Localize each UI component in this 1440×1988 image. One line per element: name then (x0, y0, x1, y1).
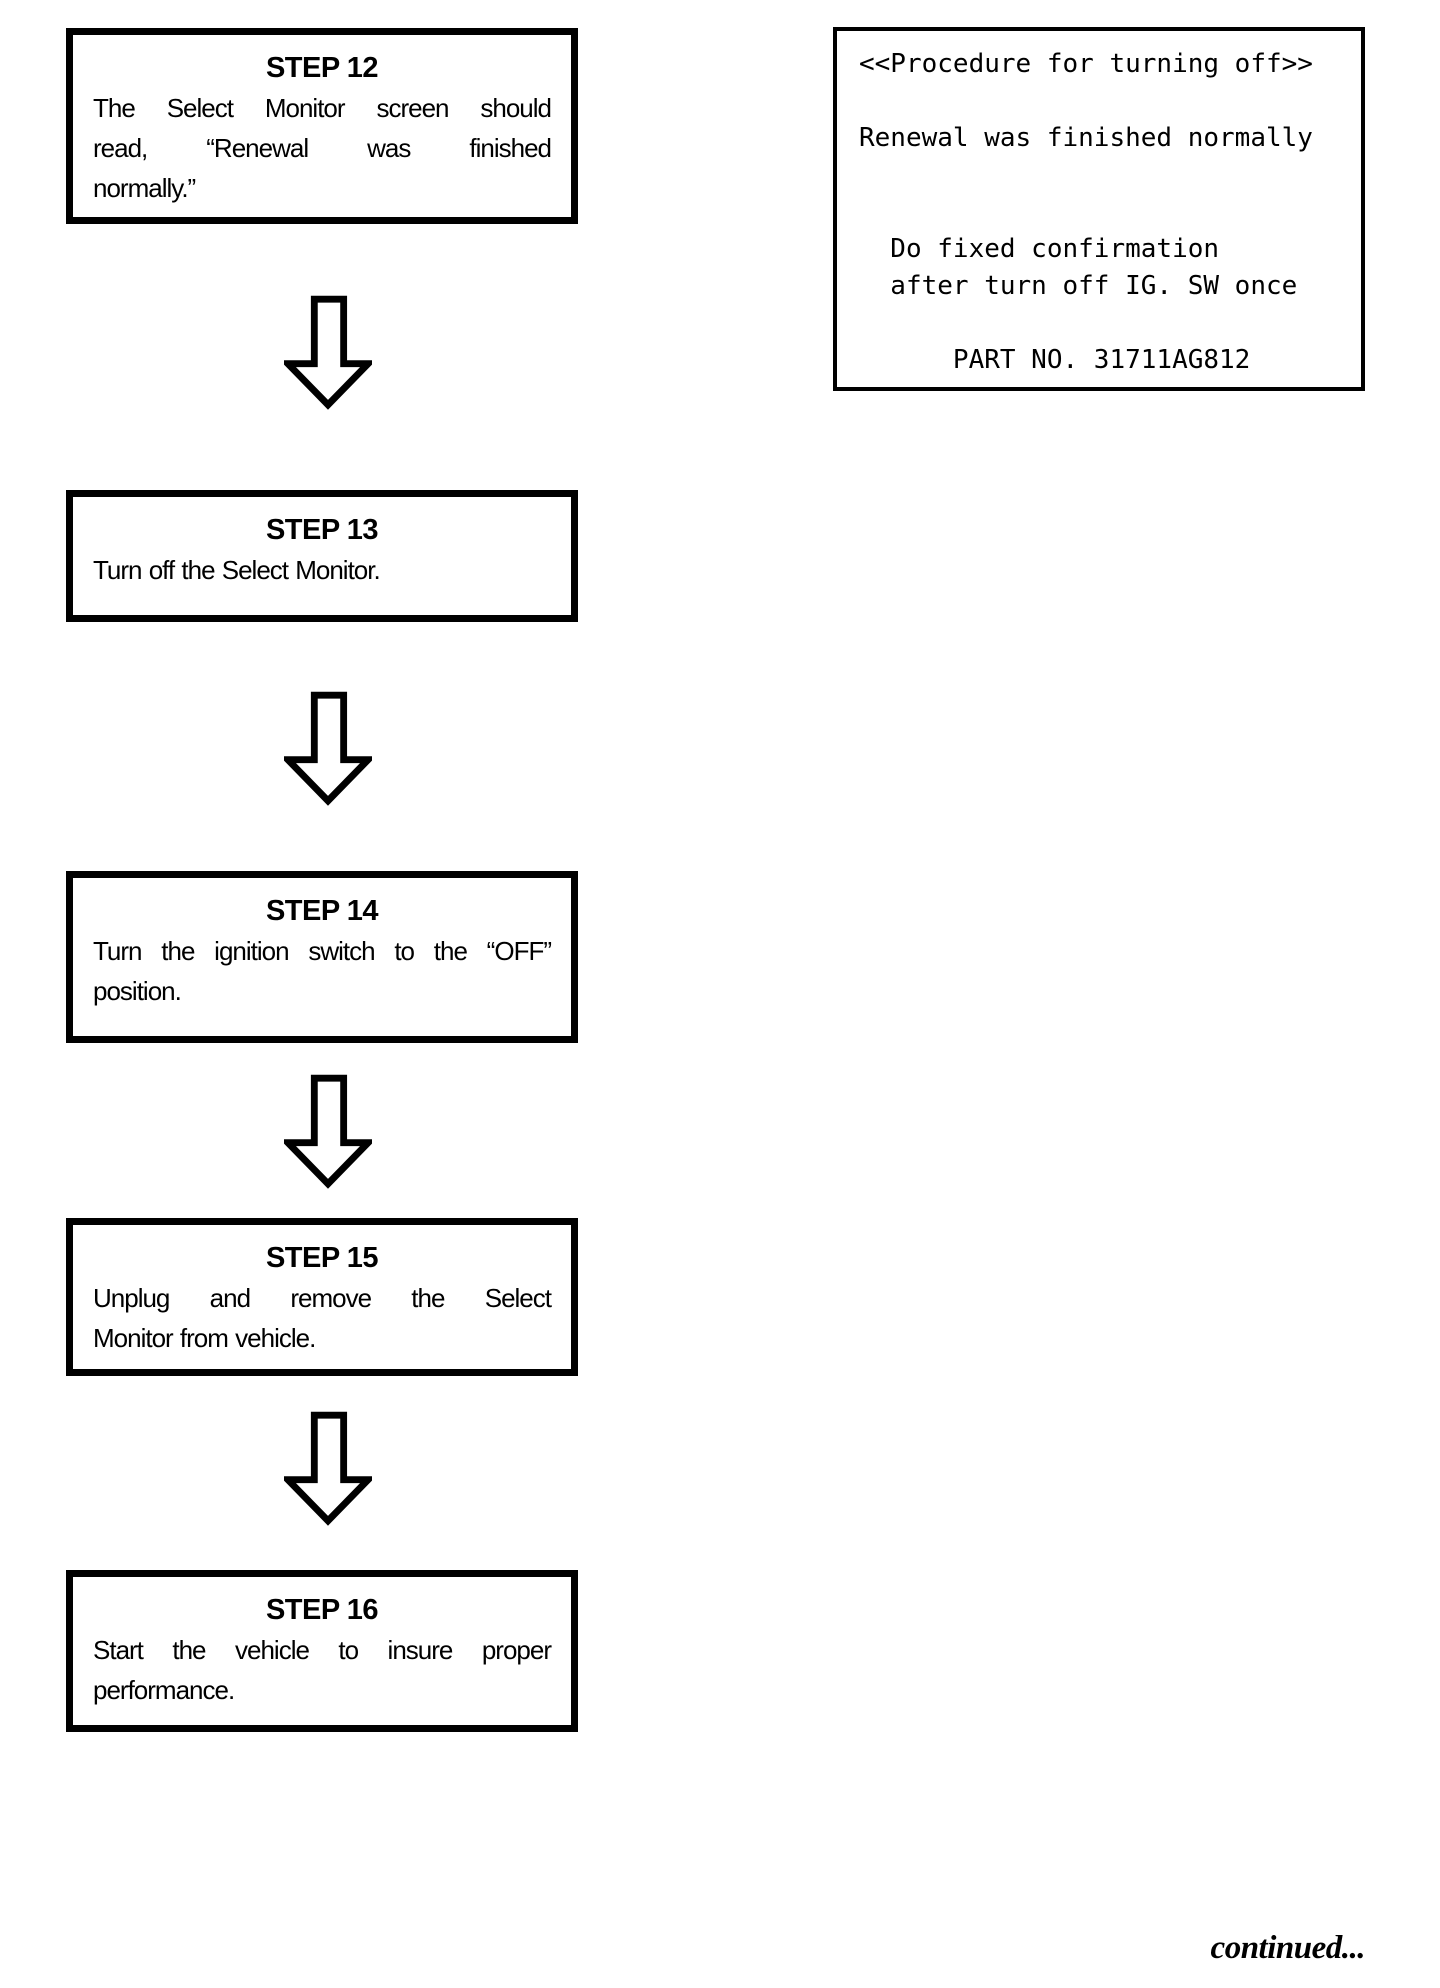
step-15-title: STEP 15 (265, 1242, 379, 1274)
step-14-box: STEP 14 Turn the ignition switch to the … (66, 871, 578, 1043)
step-body-line: normally.” (93, 173, 196, 203)
step-13-body: Turn off the Select Monitor. (93, 550, 551, 590)
step-14-body: Turn the ignition switch to the “OFF” pos… (93, 931, 552, 1011)
step-body-line: The Select Monitor screen should (93, 93, 552, 123)
select-monitor-screen-text: <<Procedure for turning off>> Renewal wa… (859, 49, 1313, 375)
step-body-line: Start the vehicle to insure proper (93, 1635, 552, 1665)
step-12-body: The Select Monitor screen should read, “R… (93, 88, 552, 208)
down-block-arrow-shape (284, 1411, 372, 1526)
step-body-line: read, “Renewal was finished (93, 133, 552, 163)
step-body-line: position. (93, 976, 182, 1006)
step-body-line: Turn off the Select Monitor. (93, 555, 381, 585)
step-body-line: Turn the ignition switch to the “OFF” (93, 936, 552, 966)
down-block-arrow-shape (284, 1074, 372, 1189)
down-block-arrow-icon (284, 295, 372, 410)
down-block-arrow-shape (284, 691, 372, 806)
step-16-box: STEP 16 Start the vehicle to insure prop… (66, 1570, 578, 1732)
step-12-box: STEP 12 The Select Monitor screen should… (66, 28, 578, 224)
step-body-line: Unplug and remove the Select (93, 1283, 552, 1313)
continued-label: continued... (1210, 1930, 1366, 1966)
step-13-box: STEP 13 Turn off the Select Monitor. (66, 490, 578, 622)
step-13-title: STEP 13 (265, 514, 379, 546)
down-block-arrow-icon (284, 1074, 372, 1189)
step-body-line: performance. (93, 1675, 235, 1705)
down-block-arrow-icon (284, 1411, 372, 1526)
step-12-title: STEP 12 (265, 52, 379, 84)
down-block-arrow-icon (284, 691, 372, 806)
step-body-line: Monitor from vehicle. (93, 1323, 316, 1353)
select-monitor-screen-panel: <<Procedure for turning off>> Renewal wa… (833, 27, 1365, 391)
step-14-title: STEP 14 (265, 895, 379, 927)
down-block-arrow-shape (284, 295, 372, 410)
step-16-title: STEP 16 (265, 1594, 379, 1626)
step-16-body: Start the vehicle to insure proper perfor… (93, 1630, 552, 1710)
